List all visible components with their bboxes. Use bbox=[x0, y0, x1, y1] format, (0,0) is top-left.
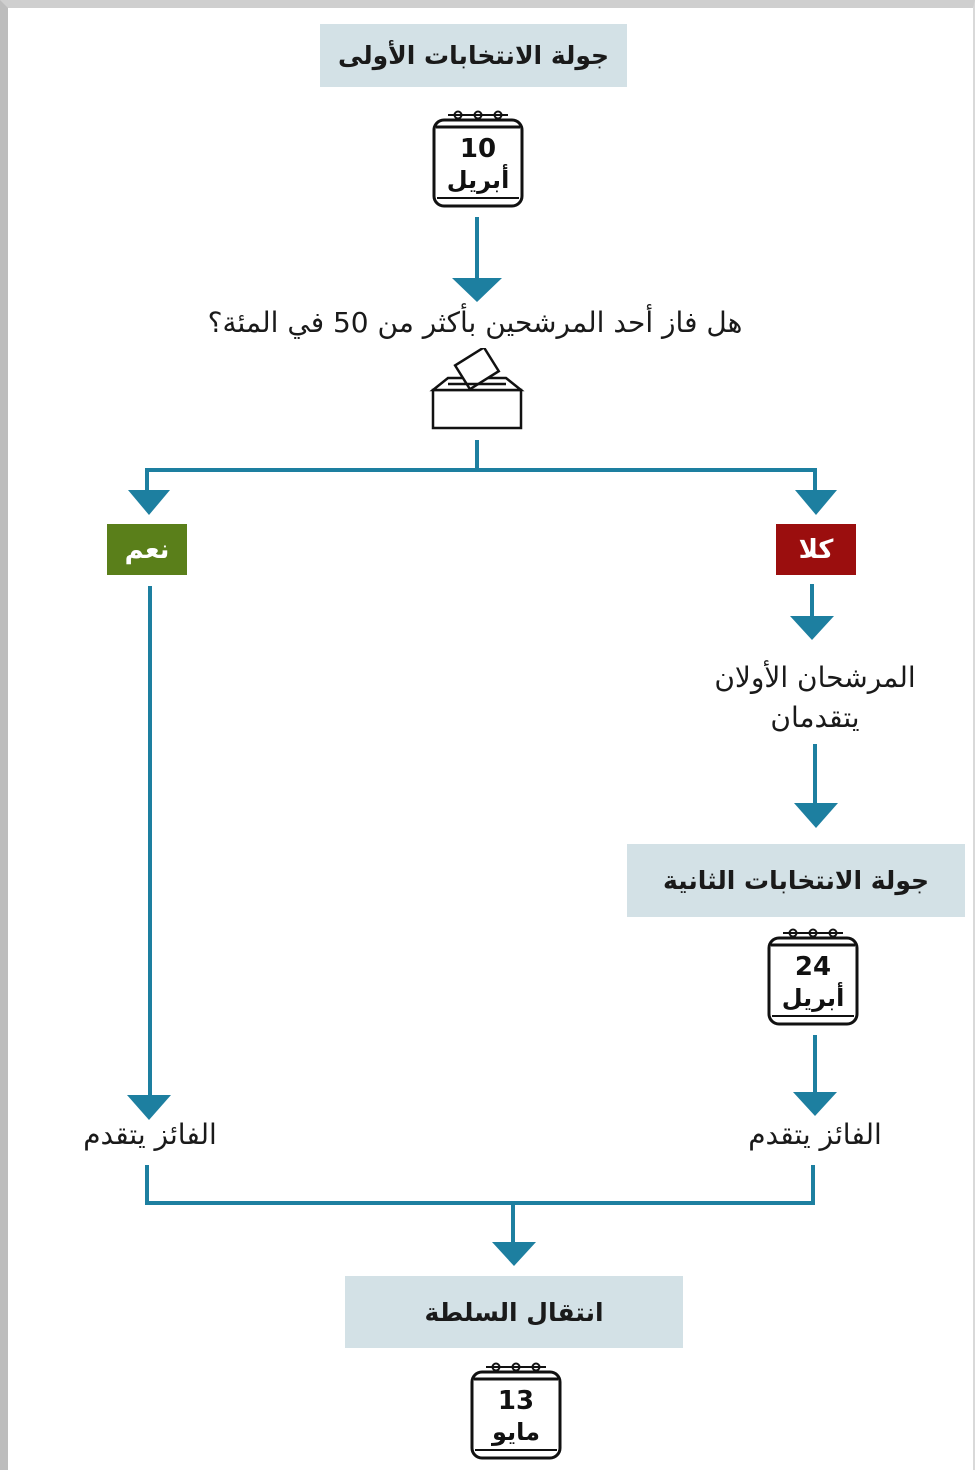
arrowhead bbox=[793, 1092, 837, 1116]
arrowhead bbox=[492, 1242, 536, 1266]
arrowhead bbox=[794, 803, 838, 828]
round2-calendar-icon: 24 أبريل bbox=[766, 928, 860, 1028]
winner-advances-right: الفائز يتقدم bbox=[748, 1118, 882, 1151]
round2-month: أبريل bbox=[781, 984, 845, 1012]
arrowhead bbox=[128, 490, 170, 515]
top-two-line2: يتقدمان bbox=[770, 701, 860, 734]
round1-day: 10 bbox=[459, 134, 497, 164]
round1-calendar-icon: 10 أبريل bbox=[431, 110, 525, 210]
transfer-month: مايو bbox=[492, 1418, 540, 1446]
round1-month: أبريل bbox=[446, 166, 510, 194]
top-two-line1: المرشحان الأولان bbox=[714, 661, 916, 694]
merge-line bbox=[145, 1165, 815, 1205]
arrowhead bbox=[452, 278, 502, 302]
arrowhead bbox=[790, 616, 834, 640]
winner-advances-left: الفائز يتقدم bbox=[83, 1118, 217, 1151]
yes-label: نعم bbox=[107, 524, 187, 575]
transfer-title: انتقال السلطة bbox=[345, 1276, 683, 1348]
ballot-box-icon bbox=[429, 348, 525, 430]
no-label: كلا bbox=[776, 524, 856, 575]
round2-title: جولة الانتخابات الثانية bbox=[627, 844, 965, 917]
transfer-day: 13 bbox=[497, 1386, 535, 1416]
arrowhead bbox=[795, 490, 837, 515]
arrowhead bbox=[127, 1095, 171, 1120]
round2-day: 24 bbox=[794, 952, 832, 982]
round1-title: جولة الانتخابات الأولى bbox=[320, 24, 627, 87]
transfer-calendar-icon: 13 مايو bbox=[469, 1362, 563, 1462]
majority-question: هل فاز أحد المرشحين بأكثر من 50 في المئة… bbox=[207, 306, 743, 339]
